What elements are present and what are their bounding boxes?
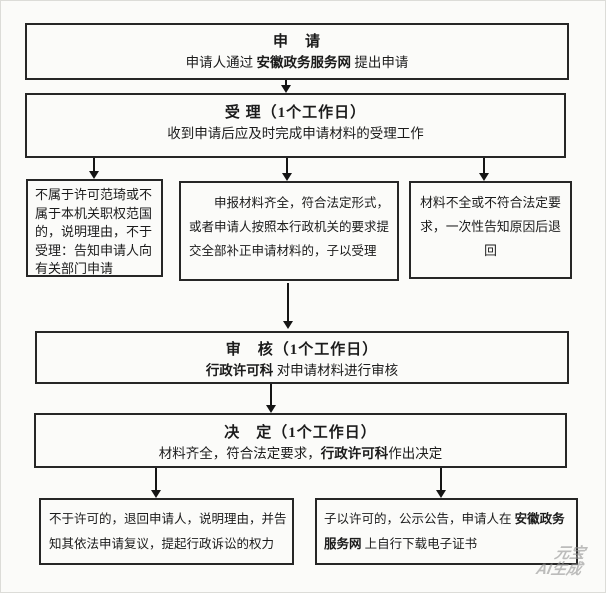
arrow-down-icon [283,321,293,329]
incomplete-line: 材料不全或不符合法定要 [420,196,561,210]
accept-ok-line: 申报材料齐全，符合法定形式， [214,196,390,210]
not-accept-line: 属于本机关职权范国 [35,205,153,221]
arrow-down-icon [436,490,446,498]
apply-desc-suffix: 提出申请 [351,55,409,70]
not-accept-box: 不属于许可范琦或不 属于本机关职权范国 的，说明理由，不于 受理：告知申请人向 … [26,179,163,277]
review-title: 审 核（1个工作日） [225,342,379,358]
decide-box: 决 定（1个工作日） 材料齐全，符合法定要求，行政许可科作出决定 [34,413,567,468]
arrow-down-icon [479,173,489,181]
accept-ok-line: 交全部补正申请材料的，子以受理 [189,244,377,258]
review-desc-suffix: 对申请材料进行审核 [273,363,399,378]
apply-desc-prefix: 申请人通过 [185,55,257,70]
apply-desc: 申请人通过 安徽政务服务网 提出申请 [27,52,567,74]
incomplete-line: 回 [484,244,497,258]
arrow-down-icon [282,173,292,181]
grant-line1-bold: 安徽政务 [514,512,565,526]
arrow-down-icon [151,490,161,498]
decide-desc: 材料齐全，符合法定要求，行政许可科作出决定 [36,443,565,465]
grant-box: 子以许可的，公示公告，申请人在 安徽政务 服务网 上自行下载电子证书 [315,498,578,565]
arrow-down-icon [89,171,99,179]
decide-title: 决 定（1个工作日） [224,425,377,441]
deny-box: 不于许可的，退回申请人，说明理由，并告 知其依法申请复议，提起行政诉讼的权力 [39,498,294,565]
decide-desc-suffix: 作出决定 [388,446,443,461]
deny-line: 知其依法申请复议，提起行政诉讼的权力 [49,537,275,551]
arrow-down-icon [266,405,276,413]
incomplete-box: 材料不全或不符合法定要 求，一次性告知原因后退 回 [409,181,572,279]
grant-line2-bold: 服务网 [324,537,362,551]
deny-line: 不于许可的，退回申请人，说明理由，并告 [49,512,287,526]
accept-desc: 收到申请后应及时完成申请材料的受理工作 [167,126,424,141]
review-desc: 行政许可科 对申请材料进行审核 [37,360,567,382]
accept-title: 受 理（1个工作日） [224,105,367,121]
review-box: 审 核（1个工作日） 行政许可科 对申请材料进行审核 [35,331,569,384]
not-accept-line: 不属于许可范琦或不 [35,187,153,202]
accept-ok-line: 或者申请人按照本行政机关的要求提 [189,220,390,234]
apply-desc-bold: 安徽政务服务网 [256,55,352,70]
apply-title: 申 请 [272,34,321,50]
grant-line2-suffix: 上自行下载电子证书 [361,537,478,551]
arrow-down-icon [281,85,291,93]
review-desc-bold: 行政许可科 [205,363,274,378]
decide-desc-prefix: 材料齐全，符合法定要求， [158,446,321,461]
accept-ok-box: 申报材料齐全，符合法定形式， 或者申请人按照本行政机关的要求提 交全部补正申请材… [179,181,399,281]
grant-line: 服务网 上自行下载电子证书 [324,532,569,557]
grant-line: 子以许可的，公示公告，申请人在 安徽政务 [324,507,569,532]
ai-watermark: 元宝 AI生成 [534,545,587,578]
ai-watermark-line1: 元宝 [552,545,587,562]
grant-line1-prefix: 子以许可的，公示公告，申请人在 [324,512,515,526]
incomplete-line: 求，一次性告知原因后退 [420,220,561,234]
not-accept-line: 有关部门申请 [35,261,114,276]
not-accept-line: 的，说明理由，不于 [35,224,153,239]
ai-watermark-line2: AI生成 [534,561,584,578]
accept-box: 受 理（1个工作日） 收到申请后应及时完成申请材料的受理工作 [25,93,566,158]
decide-desc-bold: 行政许可科 [320,446,389,461]
not-accept-line: 受理：告知申请人向 [35,242,153,258]
apply-box: 申 请 申请人通过 安徽政务服务网 提出申请 [25,23,569,80]
